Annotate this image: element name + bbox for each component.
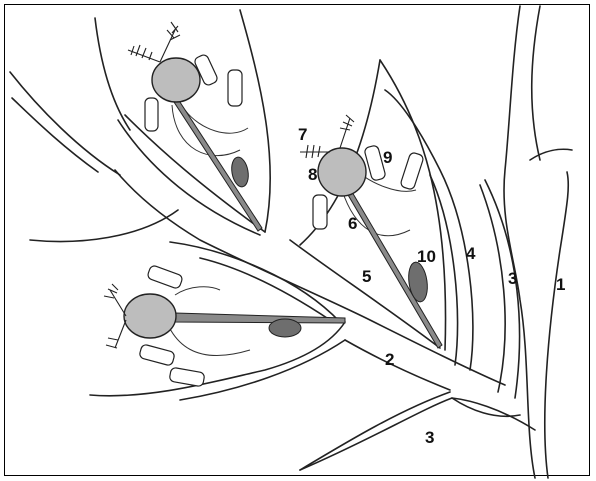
label-3-bract: 3: [425, 428, 434, 447]
label-10: 10: [417, 247, 436, 266]
stigma-feather-icon: [128, 22, 180, 62]
main-axis: [504, 6, 572, 478]
label-1: 1: [556, 275, 565, 294]
label-7: 7: [298, 125, 307, 144]
label-4: 4: [466, 244, 476, 263]
label-8: 8: [308, 165, 317, 184]
label-6: 6: [348, 214, 357, 233]
lower-bract: [300, 398, 535, 470]
label-3-glume: 3: [508, 269, 517, 288]
label-5: 5: [362, 267, 371, 286]
glume-3: [480, 180, 520, 398]
flower-lower: [104, 265, 345, 387]
upper-left-spikelet: [10, 10, 270, 241]
stigma-feather-icon: [104, 284, 126, 348]
flower-middle: [300, 115, 442, 348]
label-9: 9: [383, 148, 392, 167]
label-2: 2: [385, 350, 394, 369]
